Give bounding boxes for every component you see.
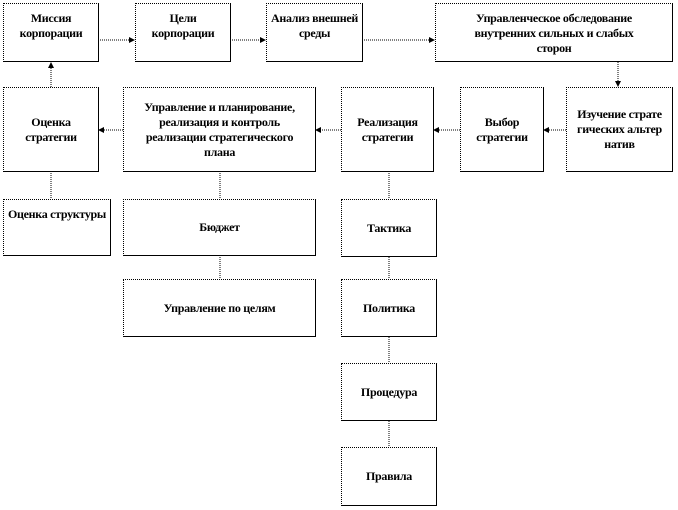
box-label: Реализация стратегии [357, 114, 418, 144]
box-internal-audit: Управленческое обследование внутренних с… [435, 3, 673, 62]
box-planning-control: Управление и планирование, реализация и … [123, 87, 316, 172]
box-evaluation: Оценка стратегии [3, 87, 99, 172]
box-structure-evaluation: Оценка структуры [3, 199, 111, 256]
box-label: Оценка структуры [8, 207, 106, 221]
box-label: Анализ внешней среды [271, 11, 358, 40]
box-tactics: Тактика [341, 199, 437, 257]
box-label: Политика [363, 300, 415, 315]
box-label: Цели корпорации [151, 11, 215, 40]
box-label: Процедура [360, 384, 418, 399]
box-label: Управление по целям [163, 300, 276, 315]
box-label: Бюджет [199, 220, 240, 234]
box-alternatives: Изучение стратегических альтернатив [566, 87, 673, 172]
box-label: Оценка стратегии [25, 114, 77, 144]
box-label: Выбор стратегии [476, 114, 528, 144]
box-procedure: Процедура [341, 363, 437, 421]
box-rules: Правила [341, 447, 437, 506]
box-implementation: Реализация стратегии [341, 87, 434, 172]
box-mbo: Управление по целям [123, 279, 316, 337]
box-external-analysis: Анализ внешней среды [266, 3, 363, 62]
box-label: Правила [365, 469, 413, 483]
box-label: Миссия корпорации [19, 11, 83, 40]
box-mission: Миссия корпорации [3, 3, 99, 62]
box-label: Тактика [366, 220, 412, 235]
box-label: Управленческое обследование внутренних с… [474, 11, 634, 55]
box-policy: Политика [341, 279, 437, 337]
box-budget: Бюджет [123, 199, 316, 256]
box-label: Управление и планирование, реализация и … [144, 99, 295, 159]
box-goals: Цели корпорации [135, 3, 231, 62]
box-choice: Выбор стратегии [460, 87, 544, 172]
box-label: Изучение стратегических альтернатив [577, 107, 662, 151]
